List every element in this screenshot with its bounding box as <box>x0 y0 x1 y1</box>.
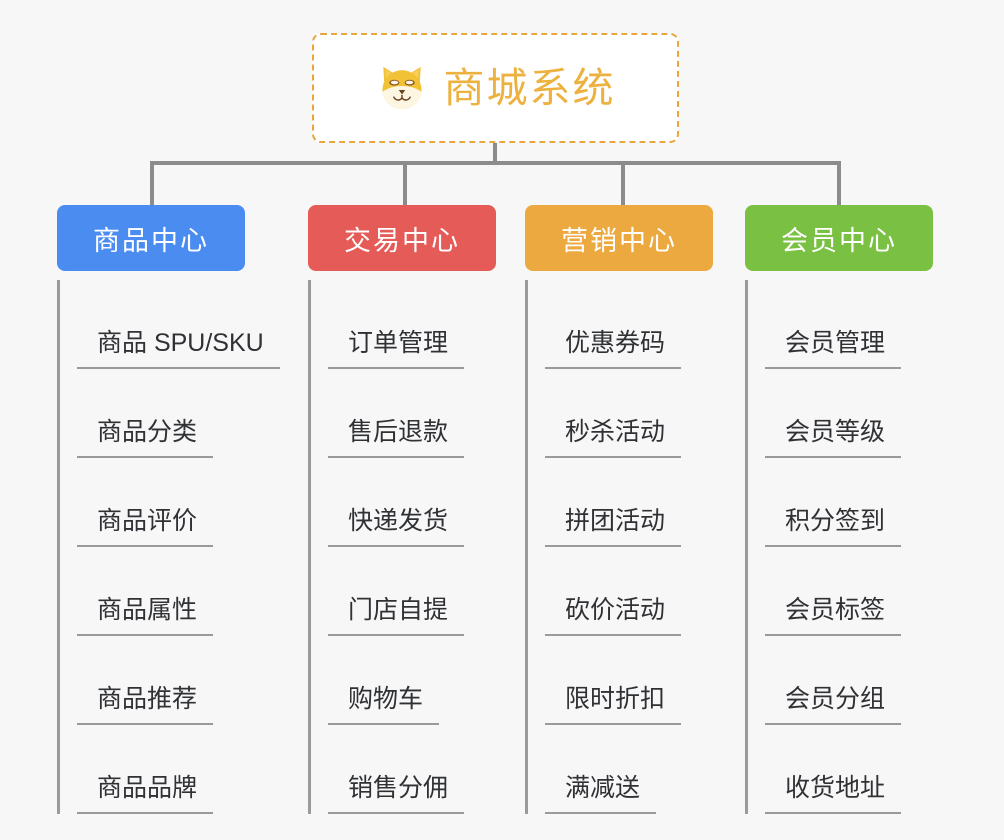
leaf-label: 门店自提 <box>328 596 465 636</box>
branch-title: 营销中心 <box>561 225 677 256</box>
leaf-label: 秒杀活动 <box>545 418 682 458</box>
root-node[interactable]: 商城系统 <box>312 33 679 143</box>
branch-header-trade-center[interactable]: 交易中心 <box>308 205 496 271</box>
connector-horizontal-bus <box>150 161 841 165</box>
leaf-list-trade-center: 订单管理 售后退款 快递发货 门店自提 购物车 销售分佣 <box>308 280 538 814</box>
branch-title: 交易中心 <box>344 225 460 256</box>
leaf-list-member-center: 会员管理 会员等级 积分签到 会员标签 会员分组 收货地址 <box>745 280 975 814</box>
list-item[interactable]: 商品属性 <box>77 547 307 636</box>
leaf-label: 积分签到 <box>765 507 902 547</box>
leaf-label: 快递发货 <box>328 507 465 547</box>
list-item[interactable]: 拼团活动 <box>545 458 755 547</box>
leaf-label: 砍价活动 <box>545 596 682 636</box>
list-item[interactable]: 积分签到 <box>765 458 975 547</box>
connector-drop-branch-2 <box>403 161 407 213</box>
list-item[interactable]: 商品推荐 <box>77 636 307 725</box>
list-item[interactable]: 门店自提 <box>328 547 538 636</box>
leaf-label: 限时折扣 <box>545 685 682 725</box>
branch-title: 会员中心 <box>781 225 897 256</box>
branch-title: 商品中心 <box>93 225 209 256</box>
leaf-label: 商品 SPU/SKU <box>77 329 280 369</box>
connector-drop-branch-4 <box>837 161 841 213</box>
branch-header-product-center[interactable]: 商品中心 <box>57 205 245 271</box>
list-item[interactable]: 商品品牌 <box>77 725 307 814</box>
leaf-label: 会员管理 <box>765 329 902 369</box>
leaf-label: 销售分佣 <box>328 774 465 814</box>
leaf-label: 满减送 <box>545 774 657 814</box>
leaf-label: 商品分类 <box>77 418 214 458</box>
shiba-dog-face-icon <box>382 66 421 110</box>
list-item[interactable]: 限时折扣 <box>545 636 755 725</box>
connector-drop-branch-3 <box>621 161 625 213</box>
leaf-label: 商品推荐 <box>77 685 214 725</box>
list-item[interactable]: 购物车 <box>328 636 538 725</box>
list-item[interactable]: 快递发货 <box>328 458 538 547</box>
leaf-list-product-center: 商品 SPU/SKU 商品分类 商品评价 商品属性 商品推荐 商品品牌 <box>57 280 307 814</box>
list-item[interactable]: 砍价活动 <box>545 547 755 636</box>
leaf-label: 商品品牌 <box>77 774 214 814</box>
leaf-label: 商品评价 <box>77 507 214 547</box>
leaf-label: 会员标签 <box>765 596 902 636</box>
list-item[interactable]: 商品评价 <box>77 458 307 547</box>
list-item[interactable]: 订单管理 <box>328 280 538 369</box>
leaf-label: 购物车 <box>328 685 440 725</box>
connector-root-stem <box>493 143 497 165</box>
leaf-label: 优惠券码 <box>545 329 682 369</box>
leaf-label: 售后退款 <box>328 418 465 458</box>
connector-drop-branch-1 <box>150 161 154 213</box>
list-item[interactable]: 售后退款 <box>328 369 538 458</box>
leaf-label: 会员等级 <box>765 418 902 458</box>
branch-marketing-center: 营销中心 优惠券码 秒杀活动 拼团活动 砍价活动 限时折扣 满减送 <box>525 205 755 830</box>
list-item[interactable]: 满减送 <box>545 725 755 814</box>
list-item[interactable]: 会员标签 <box>765 547 975 636</box>
list-item[interactable]: 商品分类 <box>77 369 307 458</box>
list-item[interactable]: 销售分佣 <box>328 725 538 814</box>
list-item[interactable]: 会员管理 <box>765 280 975 369</box>
leaf-label: 会员分组 <box>765 685 902 725</box>
branch-header-marketing-center[interactable]: 营销中心 <box>525 205 713 271</box>
root-title: 商城系统 <box>443 64 616 111</box>
leaf-label: 收货地址 <box>765 774 902 814</box>
branch-trade-center: 交易中心 订单管理 售后退款 快递发货 门店自提 购物车 销售分佣 <box>308 205 538 830</box>
branch-header-member-center[interactable]: 会员中心 <box>745 205 933 271</box>
leaf-label: 拼团活动 <box>545 507 682 547</box>
list-item[interactable]: 会员分组 <box>765 636 975 725</box>
list-item[interactable]: 商品 SPU/SKU <box>77 280 307 369</box>
leaf-label: 商品属性 <box>77 596 214 636</box>
list-item[interactable]: 收货地址 <box>765 725 975 814</box>
list-item[interactable]: 会员等级 <box>765 369 975 458</box>
list-item[interactable]: 优惠券码 <box>545 280 755 369</box>
leaf-list-marketing-center: 优惠券码 秒杀活动 拼团活动 砍价活动 限时折扣 满减送 <box>525 280 755 814</box>
branch-member-center: 会员中心 会员管理 会员等级 积分签到 会员标签 会员分组 收货地址 <box>745 205 975 830</box>
list-item[interactable]: 秒杀活动 <box>545 369 755 458</box>
branch-product-center: 商品中心 商品 SPU/SKU 商品分类 商品评价 商品属性 商品推荐 商品品牌 <box>57 205 307 830</box>
leaf-label: 订单管理 <box>328 329 465 369</box>
